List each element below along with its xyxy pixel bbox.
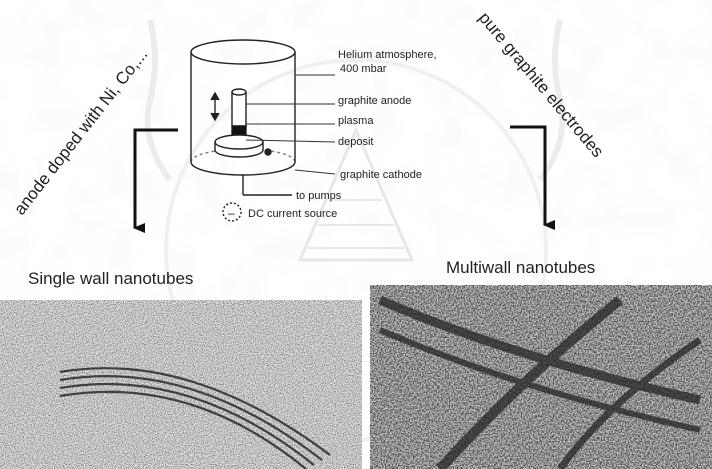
multiwall-tem-image: [370, 285, 712, 469]
single-wall-tem-image: [0, 300, 362, 469]
helium-atmosphere-label: Helium atmosphere,: [338, 49, 436, 61]
single-wall-heading: Single wall nanotubes: [28, 269, 193, 288]
multiwall-heading: Multiwall nanotubes: [446, 258, 595, 277]
to-pumps-label: to pumps: [296, 190, 342, 202]
plasma-label: plasma: [338, 115, 374, 127]
dc-source-symbol: –: [228, 206, 235, 220]
graphite-cathode-label: graphite cathode: [340, 169, 422, 181]
pressure-label: 400 mbar: [340, 63, 387, 75]
dc-current-source-label: DC current source: [248, 208, 337, 220]
deposit-label: deposit: [338, 136, 373, 148]
graphite-anode-label: graphite anode: [338, 95, 411, 107]
